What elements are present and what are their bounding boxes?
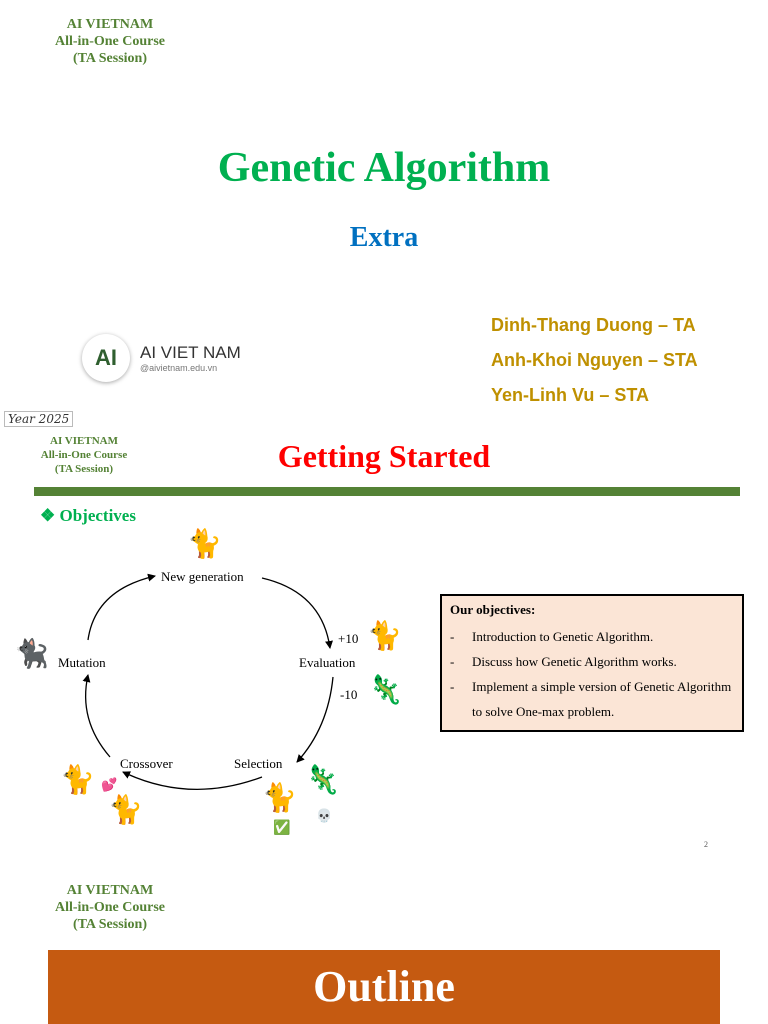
list-dash: - (450, 679, 455, 694)
cat-emoji: 🐈 (262, 783, 297, 814)
list-dash: - (450, 629, 455, 644)
list-item: - Introduction to Genetic Algorithm. (450, 624, 734, 649)
list-dash: - (450, 654, 455, 669)
list-item-text: Implement a simple version of Genetic Al… (472, 679, 732, 719)
author-1: Dinh-Thang Duong – TA (491, 315, 696, 335)
objectives-box: Our objectives: - Introduction to Geneti… (440, 594, 744, 732)
cycle-mutation: Mutation (58, 655, 106, 670)
org-block-2: AI VIETNAM All-in-One Course (TA Session… (24, 434, 144, 476)
cycle-new-generation: New generation (161, 569, 244, 584)
arrow-crossover-to-mutation (82, 674, 111, 758)
arrow-selection-to-crossover (122, 771, 263, 791)
logo-name: AI VIET NAM (140, 343, 241, 362)
black-cat-emoji: 🐈‍⬛ (14, 639, 49, 670)
header-divider (34, 487, 740, 496)
org-session: (TA Session) (72, 917, 148, 932)
score-minus: -10 (340, 687, 358, 702)
objectives-box-title: Our objectives: (450, 602, 536, 617)
list-item: - Discuss how Genetic Algorithm works. (450, 649, 734, 674)
year-stamp: Year 2025 (4, 411, 74, 427)
lizard-emoji: 🦎 (305, 765, 340, 796)
ai-vietnam-logo: AI AI VIET NAM @aivietnam.edu.vn (82, 334, 241, 382)
cycle-evaluation: Evaluation (299, 655, 356, 670)
list-item: - Implement a simple version of Genetic … (450, 674, 734, 724)
arrow-evaluation-to-selection (296, 676, 334, 763)
logo-mark: AI (82, 334, 130, 382)
org-name: AI VIETNAM (50, 435, 118, 447)
org-session: (TA Session) (72, 51, 148, 66)
list-item-text: Discuss how Genetic Algorithm works. (472, 654, 677, 669)
org-block-1: AI VIETNAM All-in-One Course (TA Session… (30, 16, 190, 67)
org-block-3: AI VIETNAM All-in-One Course (TA Session… (30, 882, 190, 933)
hearts-emoji: 💕 (101, 777, 118, 792)
cat-emoji: 🐈 (60, 765, 95, 796)
slide-title: Genetic Algorithm (217, 145, 551, 191)
org-course: All-in-One Course (54, 34, 166, 49)
outline-banner: Outline (48, 950, 720, 1024)
objectives-label: ❖ Objectives (40, 506, 136, 525)
org-course: All-in-One Course (54, 900, 166, 915)
author-2: Anh-Khoi Nguyen – STA (491, 350, 698, 370)
cat-emoji: 🐈 (187, 529, 222, 560)
outline-heading: Outline (313, 962, 455, 1011)
lizard-emoji: 🦎 (368, 675, 403, 706)
cat-emoji: 🐈 (108, 795, 143, 826)
author-3: Yen-Linh Vu – STA (491, 385, 650, 405)
page-number: 2 (704, 840, 708, 849)
score-plus: +10 (338, 631, 359, 646)
org-name: AI VIETNAM (66, 883, 154, 898)
arrow-new-generation-to-evaluation (261, 577, 333, 649)
logo-url: @aivietnam.edu.vn (140, 363, 218, 373)
list-item-text: Introduction to Genetic Algorithm. (472, 629, 654, 644)
section-heading: Getting Started (277, 438, 491, 474)
cat-emoji: 🐈 (367, 621, 402, 652)
org-session: (TA Session) (54, 463, 114, 475)
cycle-selection: Selection (234, 756, 283, 771)
slide-subtitle: Extra (349, 222, 419, 253)
skull-emoji: 💀 (316, 808, 333, 823)
check-mark-emoji: ✅ (273, 821, 291, 836)
org-name: AI VIETNAM (66, 17, 154, 32)
cycle-crossover: Crossover (120, 756, 173, 771)
org-course: All-in-One Course (40, 449, 128, 461)
arrow-mutation-to-new-generation (87, 573, 156, 641)
